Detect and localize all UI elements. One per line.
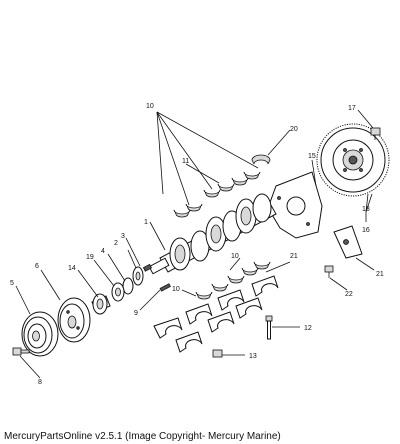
callout-10-mid: 10: [231, 253, 239, 260]
harmonic-balancer: [57, 297, 91, 343]
lower-bearing-shells: [195, 261, 271, 300]
callout-13: 13: [249, 353, 257, 360]
upper-bearing-shells: [173, 154, 271, 218]
callout-20: 20: [290, 126, 298, 133]
callout-2: 2: [114, 240, 118, 247]
callout-6: 6: [35, 263, 39, 270]
rear-seal-plate: [267, 171, 323, 239]
leader-lines: [15, 109, 375, 379]
callout-9: 9: [134, 310, 138, 317]
flywheel: [316, 123, 390, 197]
callout-16: 16: [362, 227, 370, 234]
rear-bracket: [333, 225, 363, 259]
copyright-footer: MercuryPartsOnline v2.5.1 (Image Copyrig…: [4, 431, 281, 442]
callout-21-right: 21: [376, 271, 384, 278]
callout-8: 8: [38, 379, 42, 386]
callout-22: 22: [345, 291, 353, 298]
callouts: 10 11 20 15 17 18 16 21 22 1 3 2 4 19 14…: [10, 103, 384, 386]
cap-bolt: [265, 315, 273, 340]
callout-19: 19: [86, 254, 94, 261]
callout-11: 11: [182, 158, 189, 165]
pulley-bolt: [12, 347, 30, 356]
callout-10-left: 10: [172, 286, 180, 293]
callout-21-left: 21: [290, 253, 298, 260]
callout-18: 18: [362, 206, 370, 213]
callout-14: 14: [68, 265, 76, 272]
cap-nut: [212, 349, 223, 358]
flywheel-bolt: [370, 127, 381, 140]
callout-10-top: 10: [146, 103, 154, 110]
bracket-bolt: [324, 265, 334, 278]
callout-12: 12: [304, 325, 312, 332]
callout-17: 17: [348, 105, 356, 112]
callout-3: 3: [121, 233, 125, 240]
callout-15: 15: [308, 153, 316, 160]
main-bearing-caps: [153, 275, 279, 353]
crank-hub: [91, 293, 111, 315]
crank-pulley: [21, 311, 59, 357]
crankshaft: [148, 193, 277, 275]
callout-5: 5: [10, 280, 14, 287]
callout-4: 4: [101, 248, 105, 255]
dowel-pin: [159, 283, 171, 292]
front-small-parts: [111, 263, 153, 302]
callout-1: 1: [144, 219, 148, 226]
